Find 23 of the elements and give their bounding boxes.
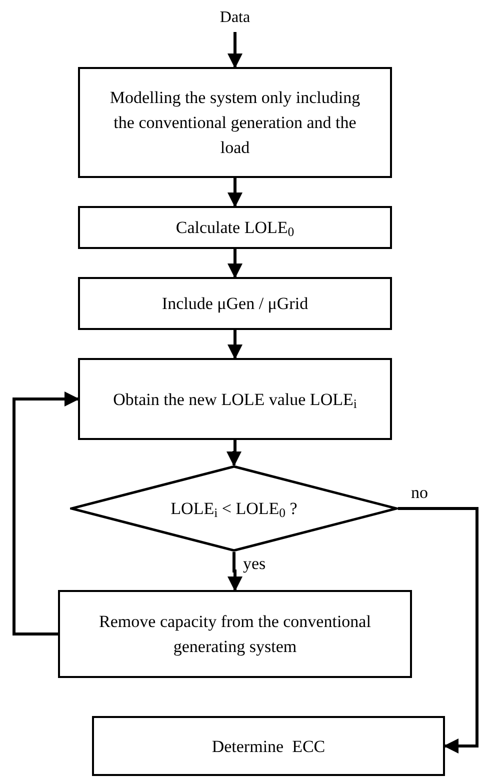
arrow (226, 440, 242, 466)
box-text: Include μGen / μGrid (162, 293, 308, 315)
process-box (58, 590, 412, 678)
box-text: Calculate LOLE$_{0}$ (176, 217, 294, 240)
process-box (78, 277, 392, 330)
box-text: Determine ECC (212, 736, 326, 758)
arrow (228, 330, 242, 360)
process-box (78, 206, 392, 249)
arrow (398, 507, 478, 754)
input-label: Data (205, 4, 265, 32)
arrow (12, 392, 80, 636)
box-text: Remove capacity from the conventional generating system (98, 611, 372, 658)
process-box (78, 67, 392, 178)
box-text: Modelling the system only including the conventional generation and the load (108, 87, 362, 159)
arrow (228, 178, 242, 208)
arrow (228, 552, 242, 592)
box-text: Obtain the new LOLE value LOLE$_{i}$ (113, 388, 357, 412)
process-box (78, 358, 392, 440)
process-box (92, 716, 445, 776)
arrow (228, 32, 242, 68)
arrow (228, 249, 242, 278)
box-text: LOLE$_{i}$ < LOLE$_{0}$ ? (170, 498, 298, 521)
decision-diamond (70, 465, 398, 552)
